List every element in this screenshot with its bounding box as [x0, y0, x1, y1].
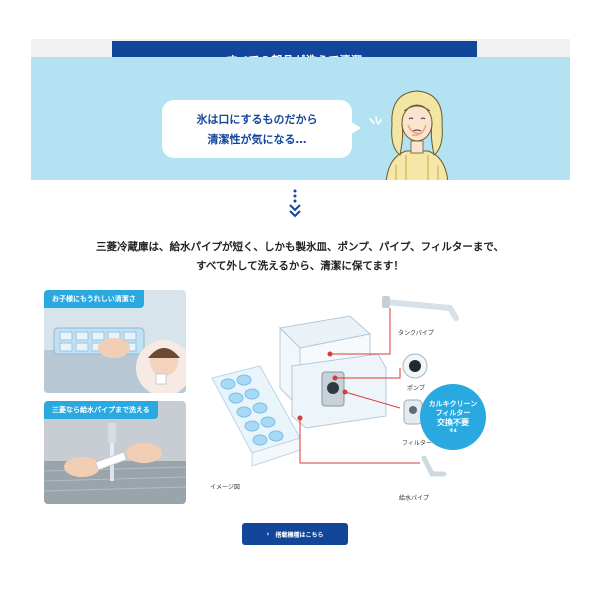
down-arrow-icon	[289, 189, 301, 218]
filter-drawing	[403, 399, 423, 425]
label-pump: ポンプ	[407, 385, 425, 392]
card-label-child: お子様にもうれしい清潔さ	[44, 290, 144, 308]
models-link-label: 搭載機種はこちら	[275, 531, 324, 539]
callout-note: ※4	[449, 429, 457, 434]
card-label-pipe: 三菱なら給水パイプまで洗える	[44, 401, 158, 419]
label-supply-pipe: 給水パイプ	[399, 495, 430, 502]
tank-pipe-drawing	[382, 296, 459, 321]
worry-lines-icon	[369, 116, 382, 125]
callout-line-1: カルキクリーン	[428, 400, 478, 408]
pump-drawing	[402, 353, 428, 379]
label-tank-pipe: タンクパイプ	[398, 330, 434, 337]
callout-line-2: フィルター	[435, 409, 471, 417]
supply-pipe-drawing	[421, 455, 447, 477]
description: 三菱冷蔵庫は、給水パイプが短く、しかも製氷皿、ポンプ、パイプ、フィルターまで、 …	[40, 238, 560, 276]
bubble-line-2: 清潔性が気になる…	[207, 133, 307, 146]
filter-callout-badge: カルキクリーン フィルター 交換不要 ※4	[420, 384, 486, 450]
callout-line-3: 交換不要	[437, 418, 469, 427]
bubble-line-1: 氷は口にするものだから	[196, 113, 318, 126]
hero-panel: 氷は口にするものだから 清潔性が気になる…	[31, 57, 570, 180]
models-link-button[interactable]: › 搭載機種はこちら	[242, 523, 348, 545]
chevron-right-icon: ›	[266, 530, 270, 538]
description-line-2: すべて外して洗えるから、清潔に保てます！	[196, 260, 404, 272]
photo-card-pipe: 三菱なら給水パイプまで洗える	[44, 401, 186, 504]
ice-tray-drawing	[211, 365, 301, 467]
parts-diagram-drawing	[211, 296, 459, 477]
photo-card-child: お子様にもうれしい清潔さ	[44, 290, 186, 393]
worried-woman-illustration	[385, 90, 449, 180]
description-line-1: 三菱冷蔵庫は、給水パイプが短く、しかも製氷皿、ポンプ、パイプ、フィルターまで、	[96, 241, 504, 253]
speech-bubble: 氷は口にするものだから 清潔性が気になる…	[162, 100, 361, 158]
water-tank-drawing	[278, 315, 387, 429]
label-filter: フィルター	[402, 440, 432, 447]
parts-diagram: タンクパイプ ポンプ フィルター 給水パイプ イメージ図	[200, 288, 500, 508]
label-image-note: イメージ図	[210, 484, 240, 491]
